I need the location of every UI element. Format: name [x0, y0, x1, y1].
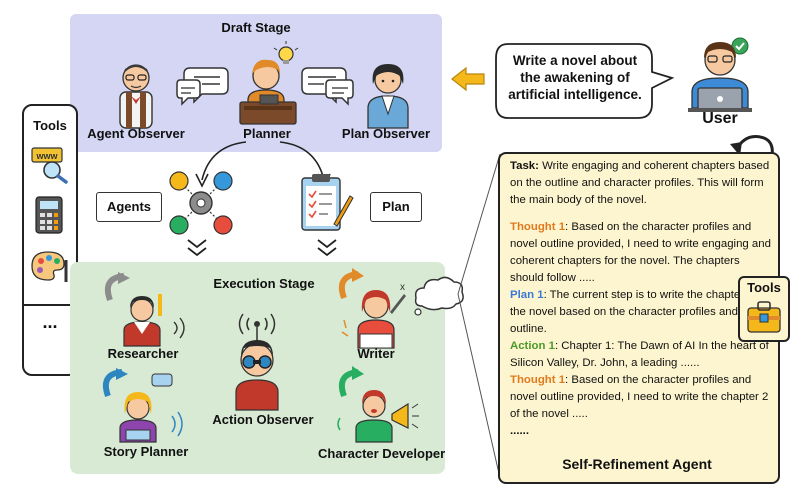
planner-to-agents-arrow [195, 141, 247, 188]
plan-1-text: : The current step is to write the chapt… [510, 289, 769, 335]
researcher-figure [104, 272, 185, 347]
palette-icon [31, 251, 68, 282]
action-observer-label: Action Observer [212, 412, 314, 427]
writer-figure: x [338, 268, 406, 349]
arrow-left-icon [451, 66, 485, 92]
user-avatar [688, 37, 752, 112]
plan-tag: Plan [370, 192, 422, 222]
writer-label: Writer [357, 346, 395, 361]
execution-stage-title: Execution Stage [213, 276, 315, 291]
user-prompt-text: Write a novel about the awakening of art… [508, 53, 642, 102]
tools-card-label: Tools [747, 280, 781, 295]
task-text: Write engaging and coherent chapters bas… [510, 160, 770, 206]
action-1-text: : Chapter 1: The Dawn of AI In the heart… [510, 340, 769, 369]
clipboard-icon [301, 174, 354, 231]
thought-1-text: : Based on the character profiles and no… [510, 221, 771, 284]
agents-network-icon [169, 171, 233, 235]
user-label: User [702, 110, 738, 127]
toolbox-icon [747, 301, 781, 333]
self-refinement-log: Task: Write engaging and coherent chapte… [510, 158, 774, 440]
plan-observer-figure [367, 64, 409, 129]
connector-lines [457, 153, 501, 479]
story-planner-label: Story Planner [103, 444, 189, 459]
self-refinement-agent-label: Self-Refinement Agent [562, 456, 712, 472]
svg-text:www: www [35, 151, 58, 161]
web-search-icon: www [31, 147, 68, 184]
agents-tag: Agents [96, 192, 162, 222]
self-refinement-card [498, 152, 780, 484]
thought-cloud-icon [414, 276, 464, 316]
character-developer-figure [337, 366, 419, 443]
agent-observer-label: Agent Observer [87, 126, 185, 141]
draft-stage-title: Draft Stage [221, 20, 291, 35]
chevron-down-icon [187, 239, 207, 257]
thought-1b-text: : Based on the character profiles and no… [510, 374, 769, 420]
tools-more-ellipsis: ... [42, 312, 58, 332]
speech-bubble [495, 43, 675, 119]
calculator-icon [35, 196, 63, 234]
tools-divider [24, 304, 76, 306]
action-observer-figure [235, 313, 279, 411]
plan-observer-label: Plan Observer [341, 126, 431, 141]
planner-label: Planner [243, 126, 291, 141]
chevron-down-icon [317, 239, 337, 257]
log-ellipsis: ...... [510, 425, 529, 437]
plan-1-label: Plan 1 [510, 289, 544, 301]
thought-1b-label: Thought 1 [510, 374, 566, 386]
action-1-label: Action 1 [510, 340, 555, 352]
task-label: Task: [510, 160, 539, 172]
chat-bubble-icon [176, 67, 229, 106]
character-developer-label: Character Developer [318, 446, 446, 461]
svg-text:x: x [400, 282, 405, 293]
researcher-label: Researcher [107, 346, 179, 361]
thought-1-label: Thought 1 [510, 221, 566, 233]
chat-bubble-icon [301, 67, 354, 106]
agent-observer-figure [119, 64, 153, 129]
planner-figure [239, 41, 299, 125]
story-planner-figure [102, 368, 183, 443]
tools-sidebar-title: Tools [33, 118, 67, 133]
